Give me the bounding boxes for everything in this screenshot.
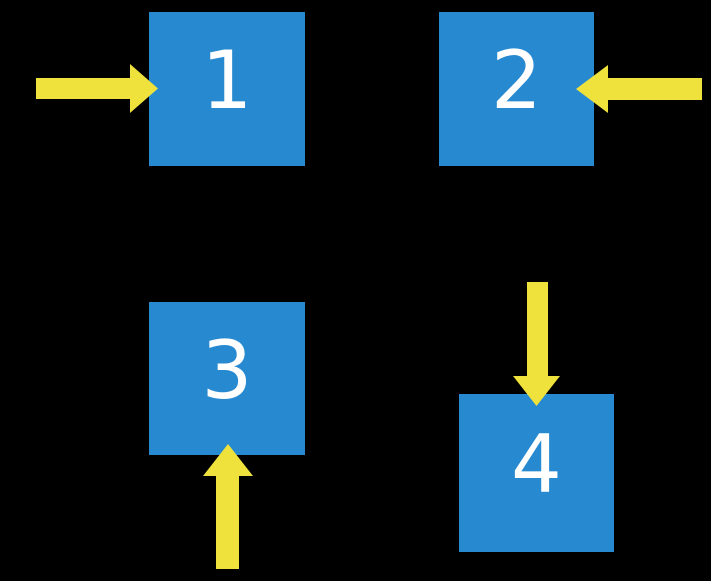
box-2[interactable]: 2 <box>439 12 594 166</box>
box-3-label: 3 <box>201 323 253 417</box>
arrow-down-icon <box>513 282 560 406</box>
box-3[interactable]: 3 <box>149 302 305 455</box>
box-1[interactable]: 1 <box>149 12 305 166</box>
arrow-right-icon <box>36 64 158 113</box>
box-2-label: 2 <box>491 34 542 127</box>
arrow-left-icon <box>576 65 702 113</box>
box-4-label: 4 <box>511 418 562 511</box>
arrow-up-icon <box>203 444 253 569</box>
box-4[interactable]: 4 <box>459 394 614 552</box>
box-1-label: 1 <box>201 34 253 127</box>
